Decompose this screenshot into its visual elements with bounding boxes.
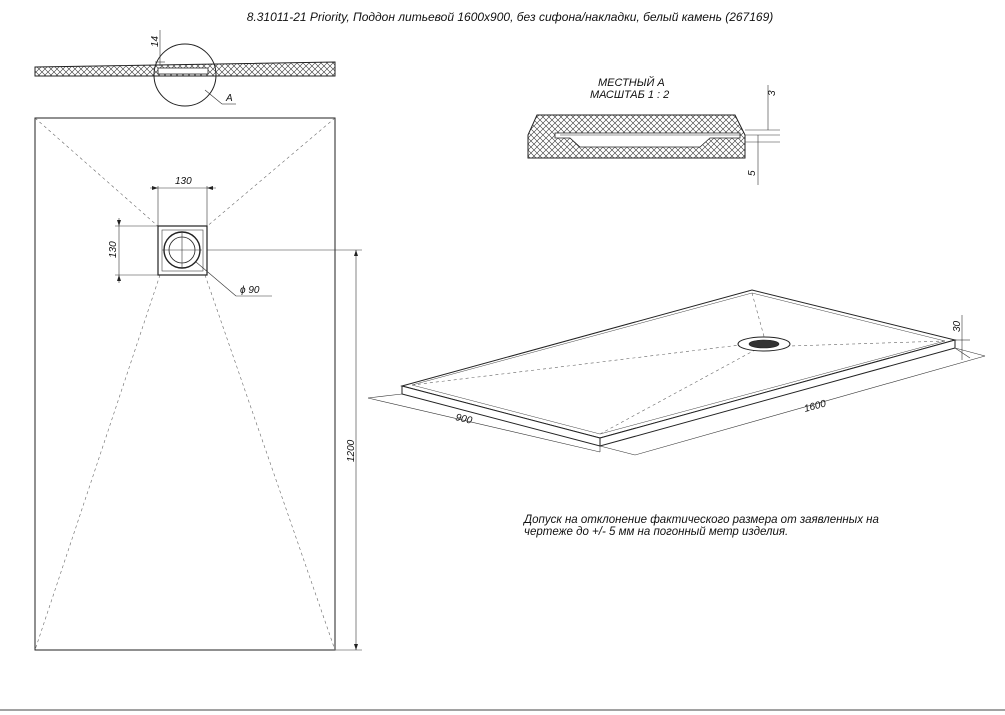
side-height-dim: 14 (150, 35, 161, 47)
drawing-title: 8.31011-21 Priority, Поддон литьевой 160… (247, 10, 774, 24)
detail-bottom-dim: 5 (747, 170, 758, 176)
side-view: 14 A (34, 30, 336, 107)
detail-title-1: МЕСТНЫЙ А (598, 76, 665, 89)
detail-view: МЕСТНЫЙ А МАСШТАБ 1 : 2 3 5 (527, 76, 780, 185)
tolerance-note-line2: чертеже до +/- 5 мм на погонный метр изд… (524, 526, 788, 538)
iso-width-dim: 900 (454, 412, 473, 427)
tray-outline (34, 117, 336, 651)
detail-marker-label: A (225, 93, 233, 104)
tolerance-note-line1: Допуск на отклонение фактического размер… (522, 514, 879, 526)
drain-height-dim: 130 (108, 241, 119, 258)
iso-view: 900 1600 30 (367, 289, 986, 456)
iso-height-dim: 30 (952, 320, 963, 332)
drain-diameter-dim: ϕ 90 (240, 285, 260, 296)
length-dim: 1200 (346, 439, 357, 462)
drain-width-dim: 130 (175, 176, 192, 187)
iso-length-dim: 1600 (803, 398, 828, 414)
plan-view: 130 130 ϕ 90 1200 (34, 117, 362, 651)
detail-circle (153, 43, 217, 107)
detail-title-2: МАСШТАБ 1 : 2 (590, 89, 669, 101)
drain-cut (157, 67, 209, 75)
detail-top-dim: 3 (767, 90, 778, 96)
